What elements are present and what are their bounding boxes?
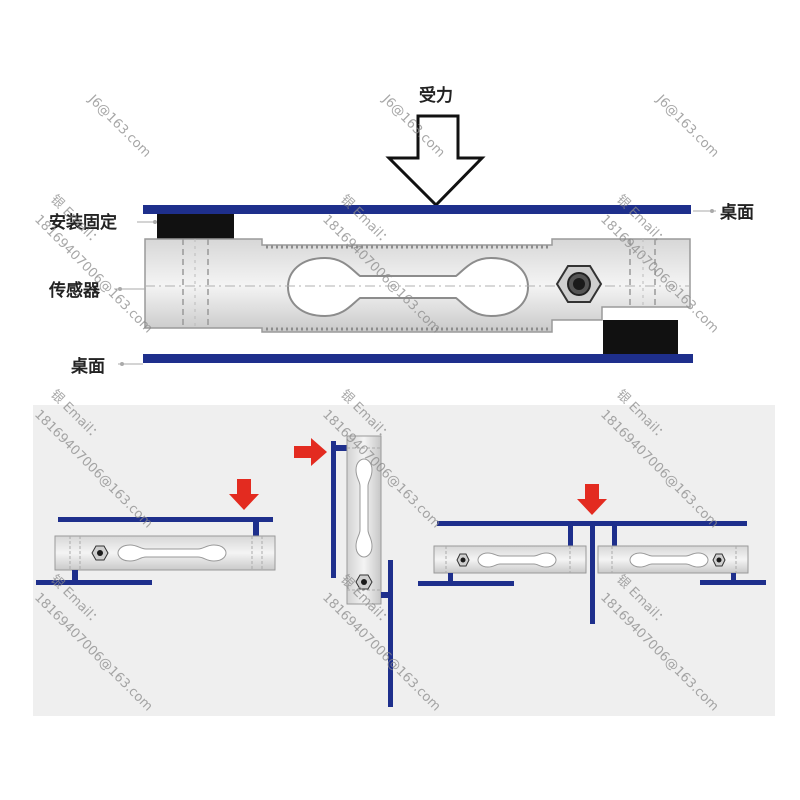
cable-gland-icon [555, 265, 603, 303]
bottom-table-plate [143, 354, 693, 363]
red-arrow-icon [294, 438, 327, 466]
load-cell-sensor [144, 238, 691, 333]
load-cell-small-2 [346, 435, 382, 605]
top-diagram: 受力 [48, 85, 754, 377]
force-label: 受力 [419, 85, 453, 106]
example-vertical [294, 435, 393, 707]
example-horizontal [36, 479, 276, 585]
table-top-label: 桌面 [720, 203, 754, 223]
right-mount-block [603, 320, 678, 354]
force-arrow-icon [385, 114, 486, 208]
watermark-email: J6@163.com [84, 92, 153, 161]
red-arrow-icon [577, 484, 607, 515]
load-cell-small-4 [597, 545, 749, 574]
install-examples-panel [33, 405, 775, 716]
red-arrow-icon [229, 479, 259, 510]
left-mount-block [157, 214, 234, 239]
sensor-label: 传感器 [48, 280, 101, 301]
watermark-email: J6@163.com [652, 92, 721, 161]
example-double-horizontal [418, 484, 766, 624]
table-bottom-label: 桌面 [71, 357, 105, 377]
center-hole [286, 256, 530, 318]
mount-fixed-label: 安装固定 [49, 212, 117, 233]
load-cell-small-3 [433, 545, 587, 574]
load-cell-small-1 [54, 535, 276, 571]
top-table-plate [143, 205, 691, 214]
